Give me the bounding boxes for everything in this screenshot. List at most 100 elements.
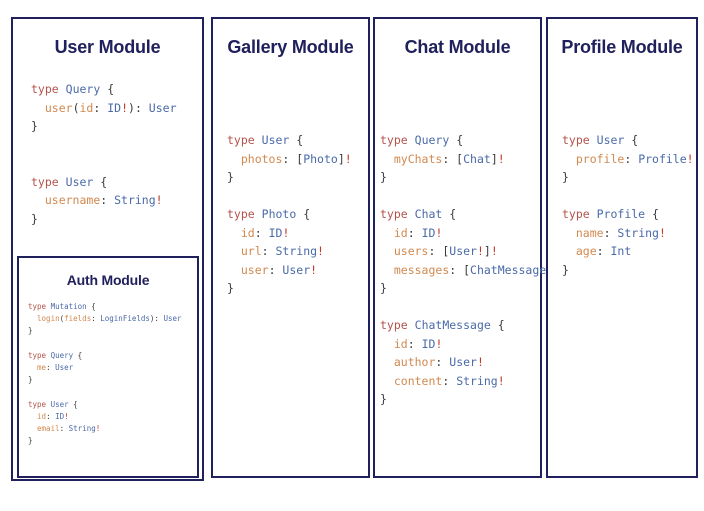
code-token: type (227, 207, 255, 221)
code-token: Chat (414, 207, 443, 221)
module-panel-gallery[interactable]: Gallery Module type User { photos: [Phot… (211, 17, 370, 478)
code-token (590, 207, 597, 221)
code-token: type (227, 133, 255, 147)
code-line (28, 338, 182, 350)
code-token: fields (64, 314, 92, 324)
code-token: : [ (442, 151, 464, 166)
code-token: ! (435, 336, 443, 351)
code-token: name (575, 225, 604, 240)
code-token: } (28, 326, 33, 336)
code-token (255, 207, 262, 221)
code-token: ! (95, 424, 101, 434)
code-token: type (562, 133, 590, 147)
module-panel-profile[interactable]: Profile Module type User { profile: Prof… (546, 17, 698, 478)
code-token: ID (421, 225, 436, 240)
code-line: } (380, 168, 560, 187)
code-token: Query (50, 350, 74, 360)
code-token: } (28, 375, 33, 385)
code-token: } (31, 119, 38, 133)
code-token: { (490, 318, 505, 332)
code-token: { (624, 133, 639, 147)
code-token (562, 244, 576, 258)
code-line: } (562, 261, 694, 280)
code-token: } (28, 436, 33, 446)
code-token: ID (107, 100, 122, 115)
code-token: } (380, 392, 387, 406)
code-line: photos: [Photo]! (227, 150, 352, 169)
code-token: type (28, 302, 47, 311)
code-token: user (44, 100, 73, 115)
module-panel-chat[interactable]: Chat Module type Query { myChats: [Chat]… (373, 17, 560, 478)
code-token: ( (59, 314, 65, 324)
code-token: ! (490, 244, 498, 258)
code-token (380, 152, 394, 166)
code-token: User (282, 262, 311, 277)
code-line: users: [User!]! (380, 242, 560, 261)
module-title-chat: Chat Module (404, 37, 511, 57)
code-line: login(fields: LoginFields): User (28, 313, 182, 325)
code-token: User (163, 314, 182, 324)
module-title-user: User Module (54, 37, 161, 57)
code-token: : (261, 244, 276, 258)
code-line: type Chat { (380, 205, 560, 224)
code-token: ! (64, 411, 69, 421)
code-line: age: Int (562, 242, 694, 261)
code-token: User (596, 133, 625, 147)
schema-code-gallery: type User { photos: [Photo]!} type Photo… (227, 131, 352, 298)
code-token: : (100, 193, 115, 207)
code-token: String (456, 373, 498, 388)
code-line (380, 298, 560, 317)
module-panel-auth[interactable]: Auth Module type Mutation { login(fields… (17, 256, 199, 478)
code-token: { (68, 399, 78, 409)
code-token: } (562, 170, 569, 184)
code-token: id (393, 225, 408, 240)
code-token: ! (121, 100, 129, 115)
code-line: type Photo { (227, 205, 352, 224)
code-line: messages: [ChatMessage]! (380, 261, 560, 280)
code-token (562, 152, 576, 166)
code-line: author: User! (380, 353, 560, 372)
code-token: user (240, 262, 269, 277)
code-token: Profile (596, 207, 646, 221)
code-token: User (55, 363, 74, 373)
code-token: ID (268, 225, 283, 240)
code-token: author (393, 355, 436, 369)
code-token: ChatMessage (470, 262, 547, 277)
code-token: type (31, 174, 59, 189)
code-token: User (261, 133, 290, 147)
code-token: } (380, 281, 387, 295)
code-token (28, 412, 37, 421)
code-line (380, 187, 560, 206)
code-token: { (296, 207, 311, 221)
code-token (255, 133, 262, 147)
code-line: type Mutation { (28, 301, 182, 313)
code-token: ! (344, 151, 352, 166)
code-token: { (100, 82, 115, 96)
code-token: ChatMessage (414, 318, 491, 332)
code-token: } (31, 211, 38, 226)
code-line: user(id: ID!): User (31, 99, 177, 118)
module-panel-user[interactable]: User Module type Query { user(id: ID!): … (11, 17, 204, 481)
code-token: age (575, 244, 597, 258)
code-line: type User { (227, 131, 352, 150)
code-line: } (380, 279, 560, 298)
code-line: type Profile { (562, 205, 694, 224)
code-token (227, 244, 241, 258)
code-token (380, 337, 394, 351)
schema-code-auth: type Mutation { login(fields: LoginField… (28, 301, 182, 447)
code-token: } (562, 262, 569, 277)
code-token: String (68, 424, 96, 434)
code-token: String (114, 193, 156, 207)
code-token (380, 374, 394, 388)
code-line (562, 187, 694, 206)
code-line: type Query { (380, 131, 560, 150)
code-token (28, 314, 37, 323)
code-line: url: String! (227, 242, 352, 261)
code-line: type User { (28, 399, 182, 411)
code-token: { (442, 207, 457, 221)
code-token: : [ (428, 244, 450, 258)
code-token: : (254, 225, 269, 240)
code-line: id: ID! (380, 224, 560, 243)
code-line: } (562, 168, 694, 187)
code-token: content (393, 373, 443, 388)
